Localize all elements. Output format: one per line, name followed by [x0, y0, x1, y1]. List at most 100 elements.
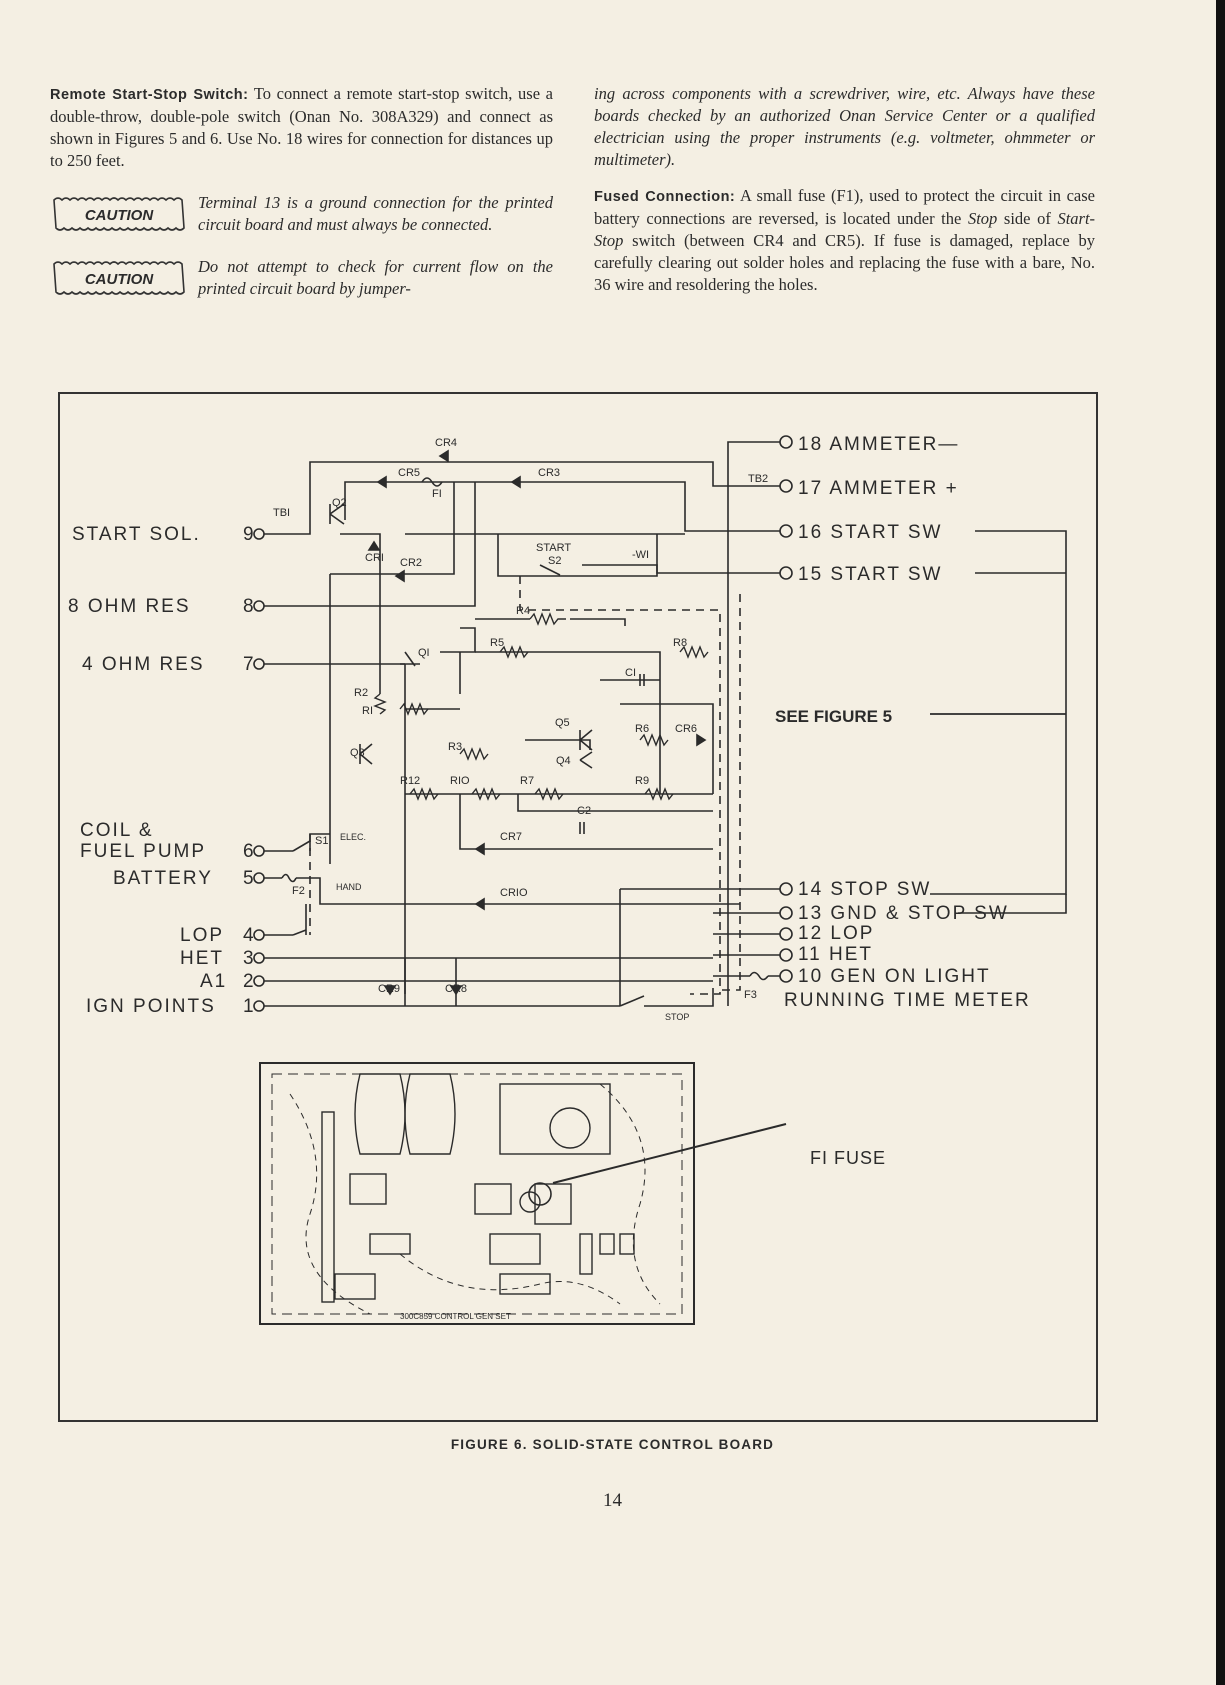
resistor-r5 — [499, 645, 529, 659]
figure-caption: FIGURE 6. SOLID-STATE CONTROL BOARD — [450, 1437, 775, 1452]
label-t14: 14 STOP SW — [798, 879, 931, 900]
lbl-q1: QI — [418, 647, 430, 659]
lbl-f3: F3 — [744, 989, 757, 1001]
lbl-q5: Q5 — [555, 717, 570, 729]
diode-cr4 — [438, 449, 449, 463]
lbl-tb2: TB2 — [748, 473, 768, 485]
caution-note-1: CAUTION Terminal 13 is a ground connecti… — [50, 192, 553, 236]
lbl-r7: R7 — [520, 775, 534, 787]
lbl-start: START — [536, 542, 571, 554]
lbl-f1: FI — [432, 488, 442, 500]
caution-label-1: CAUTION — [85, 207, 154, 224]
remote-switch-text: To connect a remote start-stop switch, u… — [50, 84, 554, 170]
caution-text-1: Terminal 13 is a ground connection for t… — [198, 193, 553, 234]
resistor-r9 — [644, 787, 674, 801]
num-7: 7 — [243, 654, 256, 675]
diodes — [367, 449, 707, 996]
switch-lop — [292, 929, 307, 936]
capacitors — [579, 674, 645, 834]
lbl-r2: R2 — [354, 687, 368, 699]
lbl-q2: Q2 — [332, 497, 347, 509]
label-start-sol: START SOL. — [72, 524, 201, 545]
lbl-cr3: CR3 — [538, 467, 560, 479]
label-t11: 11 HET — [798, 944, 873, 965]
lbl-hand: HAND — [336, 882, 362, 892]
fuse-f3 — [749, 971, 769, 981]
fused-text-2: side of — [1003, 209, 1051, 228]
diode-cr6 — [696, 733, 707, 747]
remote-switch-paragraph: Remote Start-Stop Switch: To connect a r… — [50, 83, 553, 172]
resistor-r8 — [679, 645, 709, 659]
lbl-c1: CI — [625, 667, 636, 679]
lbl-r10: RIO — [450, 775, 470, 787]
label-t17: 17 AMMETER + — [798, 478, 959, 499]
num-1: 1 — [243, 996, 256, 1017]
continued-caution-text: ing across components with a screwdriver… — [594, 84, 1095, 169]
label-coil: COIL & — [80, 820, 154, 841]
label-lop: LOP — [180, 925, 224, 946]
resistor-r4 — [529, 612, 566, 626]
caution-label-2: CAUTION — [85, 271, 154, 288]
transistor-q5 — [579, 729, 593, 751]
label-8-ohm: 8 OHM RES — [68, 596, 191, 617]
caution-note-2: CAUTION Do not attempt to check for curr… — [50, 250, 553, 300]
figure-6-diagram: START SOL. 9 8 OHM RES 8 4 OHM RES 7 COI… — [58, 392, 1098, 1422]
transistors — [329, 503, 593, 769]
lbl-w1: -WI — [632, 549, 649, 561]
schematic-svg: START SOL. 9 8 OHM RES 8 4 OHM RES 7 COI… — [68, 434, 1067, 1325]
lbl-cr1: CRI — [365, 552, 384, 564]
page-number: 14 — [603, 1490, 622, 1511]
pcb-text: 300C859 CONTROL GEN SET — [400, 1312, 511, 1321]
lbl-cr4: CR4 — [435, 437, 457, 449]
diode-cr8 — [449, 985, 463, 996]
caution-badge-1: CAUTION — [53, 197, 185, 231]
resistor-r7 — [534, 787, 564, 801]
lbl-s2: S2 — [548, 555, 561, 567]
lbl-cr5: CR5 — [398, 467, 420, 479]
diode-cr1 — [367, 540, 381, 551]
f1-fuse-label: FI FUSE — [810, 1148, 886, 1168]
switch-stop — [619, 995, 645, 1007]
num-2: 2 — [243, 971, 256, 992]
lbl-stop: STOP — [665, 1012, 689, 1022]
lbl-r1: RI — [362, 705, 373, 717]
left-terminal-circles — [253, 528, 265, 1012]
lbl-elec: ELEC. — [340, 832, 366, 842]
resistors — [373, 612, 709, 801]
fused-text-1: A small fuse (F1), used to protect the c… — [594, 186, 1095, 228]
resistor-r10 — [471, 787, 501, 801]
lbl-q4: Q4 — [556, 755, 571, 767]
transistor-q3 — [359, 743, 373, 765]
label-t12: 12 LOP — [798, 923, 874, 944]
label-4-ohm: 4 OHM RES — [82, 654, 205, 675]
pcb-drawing: 300C859 CONTROL GEN SET — [259, 1062, 787, 1325]
diode-cr2 — [394, 569, 405, 583]
fuse-f2 — [281, 873, 297, 883]
capacitor-c1 — [639, 674, 645, 686]
lbl-r12: R12 — [400, 775, 420, 787]
right-column: ing across components with a screwdriver… — [594, 83, 1095, 310]
switch-s1 — [292, 840, 311, 852]
lbl-tb1: TBI — [273, 507, 290, 519]
label-ign-points: IGN POINTS — [86, 996, 216, 1017]
transistor-q1 — [400, 651, 420, 667]
num-4: 4 — [243, 925, 256, 946]
lbl-cr9: CR9 — [378, 983, 400, 995]
label-t13: 13 GND & STOP SW — [798, 903, 1009, 924]
diode-cr3 — [510, 475, 521, 489]
lbl-r5: R5 — [490, 637, 504, 649]
switch-s2 — [539, 564, 561, 576]
caution-badge-2: CAUTION — [53, 261, 185, 295]
label-running-time-meter: RUNNING TIME METER — [784, 990, 1031, 1011]
lbl-cr10: CRIO — [500, 887, 528, 899]
resistor-r2 — [373, 693, 387, 715]
num-3: 3 — [243, 948, 256, 969]
fused-connection-heading: Fused Connection: — [594, 189, 736, 205]
see-figure-5: SEE FIGURE 5 — [775, 707, 892, 726]
lbl-q3: Q3 — [350, 747, 365, 759]
lbl-r3: R3 — [448, 741, 462, 753]
resistor-r3 — [459, 747, 489, 761]
label-t18: 18 AMMETER— — [798, 434, 959, 455]
num-9: 9 — [243, 524, 256, 545]
diode-cr7 — [474, 842, 485, 856]
